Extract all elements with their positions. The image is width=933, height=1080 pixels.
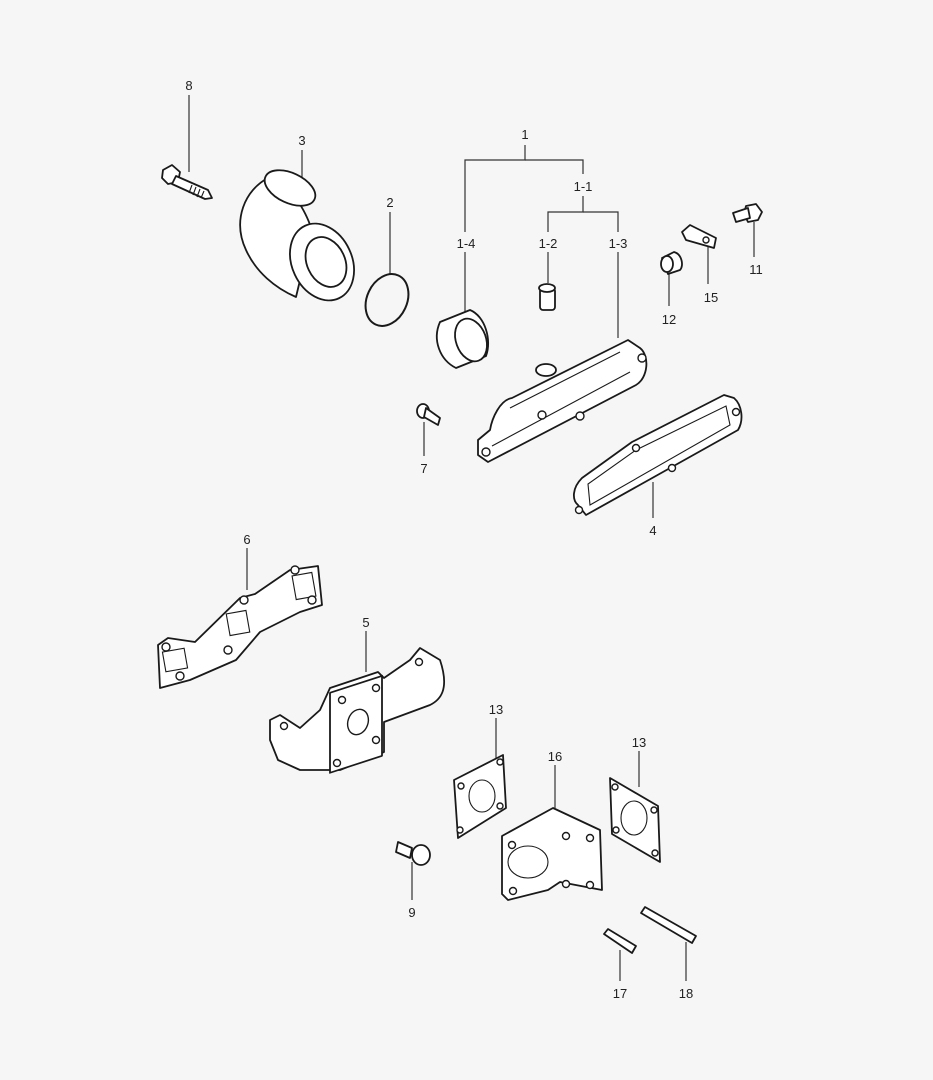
part-1-3-manifold-body	[477, 339, 648, 463]
callout-1: 1	[521, 127, 529, 142]
callout-16: 16	[547, 749, 563, 764]
part-13-gasket-left	[453, 754, 507, 839]
callout-15: 15	[703, 290, 719, 305]
part-1-2-plug	[538, 283, 556, 311]
part-18-stud	[640, 906, 697, 944]
callout-17: 17	[612, 986, 628, 1001]
part-1-4-sleeve	[435, 309, 490, 369]
callout-13-right: 13	[631, 735, 647, 750]
part-6-gasket	[157, 565, 323, 689]
callout-2: 2	[386, 195, 394, 210]
callout-8: 8	[185, 78, 193, 93]
part-13-gasket-right	[609, 777, 661, 863]
callout-6: 6	[243, 532, 251, 547]
callout-11: 11	[749, 262, 763, 277]
callout-1-1: 1-1	[573, 179, 593, 194]
callout-1-2: 1-2	[538, 236, 558, 251]
part-15-bracket	[681, 224, 717, 249]
callout-3: 3	[298, 133, 306, 148]
callout-13-left: 13	[488, 702, 504, 717]
part-9-bolt	[395, 841, 431, 866]
callout-9: 9	[408, 905, 416, 920]
leader-lines	[188, 95, 755, 981]
callout-18: 18	[678, 986, 694, 1001]
part-8-bolt	[161, 164, 213, 200]
part-17-stud	[603, 928, 637, 954]
part-16-elbow-flange	[501, 807, 603, 901]
part-7-bolt	[416, 403, 441, 426]
part-3-elbow	[239, 169, 355, 302]
callout-12: 12	[661, 312, 677, 327]
part-5-manifold	[269, 647, 445, 774]
part-11-bolt	[732, 203, 763, 223]
callout-1-4: 1-4	[456, 236, 476, 251]
callout-5: 5	[362, 615, 370, 630]
part-4-gasket	[573, 394, 743, 516]
callout-7: 7	[420, 461, 428, 476]
part-12-collar	[660, 251, 683, 275]
part-2-o-ring	[364, 273, 410, 327]
callout-1-3: 1-3	[608, 236, 628, 251]
callout-4: 4	[649, 523, 657, 538]
